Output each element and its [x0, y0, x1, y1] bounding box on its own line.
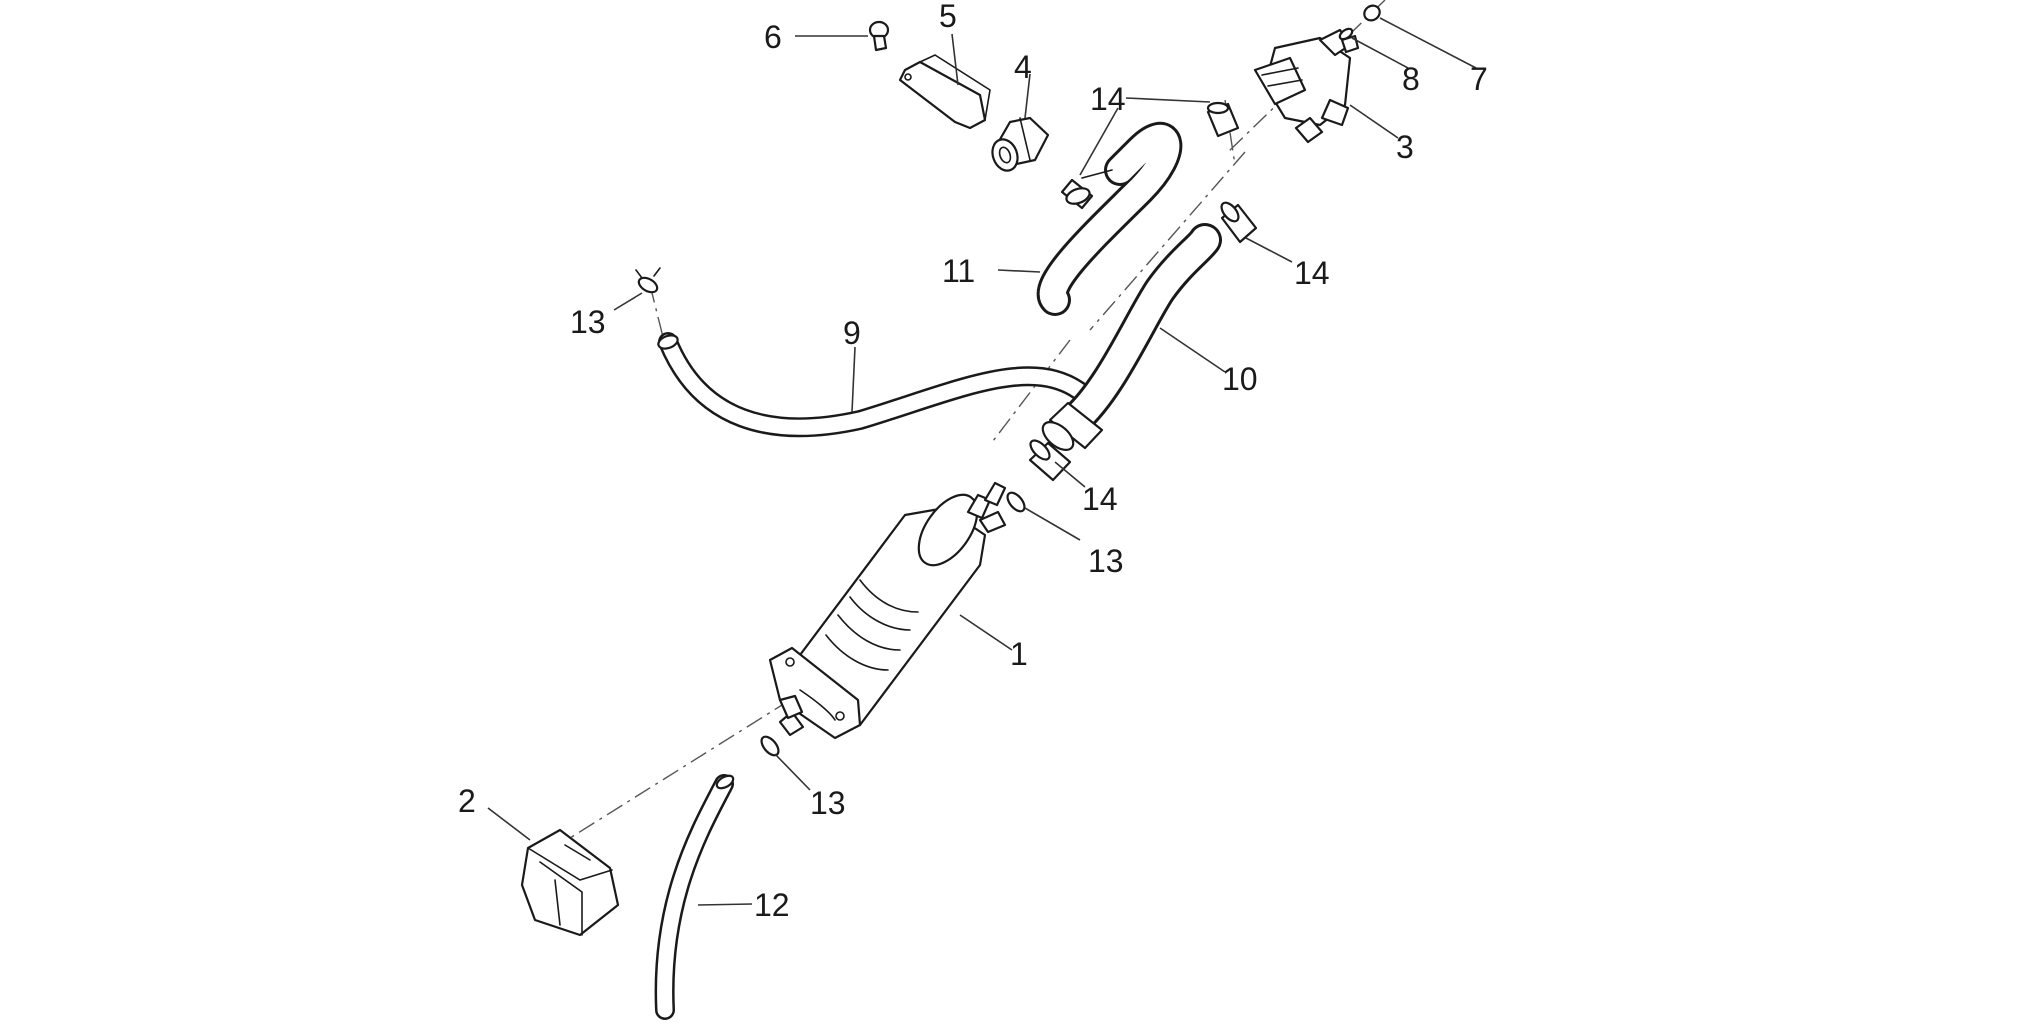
callout-13-bottom: 13: [810, 785, 846, 821]
part-9-vent-hose: [657, 332, 1100, 438]
assembly-axis-lines: [534, 0, 1386, 861]
part-3-valve-assembly: [1253, 28, 1360, 144]
part-5-strap-bracket: [898, 54, 991, 130]
callout-13-top: 13: [570, 304, 606, 340]
part-13-o-rings: [635, 267, 1026, 757]
callout-9: 9: [843, 315, 861, 351]
part-11-return-hose: [1036, 121, 1183, 316]
callout-8: 8: [1402, 61, 1420, 97]
callout-14-top: 14: [1090, 81, 1126, 117]
part-7-8-small-fittings: [1338, 4, 1381, 41]
callout-6: 6: [764, 19, 782, 55]
part-14-hose-sleeves: [1028, 101, 1258, 482]
part-6-bolt: [868, 20, 890, 52]
part-1-fuel-pump: [768, 481, 1007, 740]
callout-12: 12: [754, 887, 790, 923]
callout-10: 10: [1222, 361, 1258, 397]
callout-14-right: 14: [1294, 255, 1330, 291]
part-4-grommet: [991, 116, 1050, 172]
callout-11: 11: [942, 253, 975, 289]
callout-4: 4: [1014, 49, 1032, 85]
leader-lines: [487, 17, 1477, 906]
callout-14-lower: 14: [1082, 481, 1118, 517]
callout-2: 2: [458, 783, 476, 819]
callout-5: 5: [939, 0, 957, 34]
part-12-drain-hose: [654, 774, 735, 1020]
callout-3: 3: [1396, 129, 1414, 165]
callout-7: 7: [1470, 61, 1488, 97]
callout-labels: 1 2 3 4 5 6 7 8 9 10 11 12 13 13 13 14 1…: [458, 0, 1488, 923]
callout-1: 1: [1010, 636, 1028, 672]
callout-13-middle: 13: [1088, 543, 1124, 579]
part-10-fuel-hose: [1041, 223, 1222, 451]
part-2-clamp-block: [520, 828, 620, 937]
